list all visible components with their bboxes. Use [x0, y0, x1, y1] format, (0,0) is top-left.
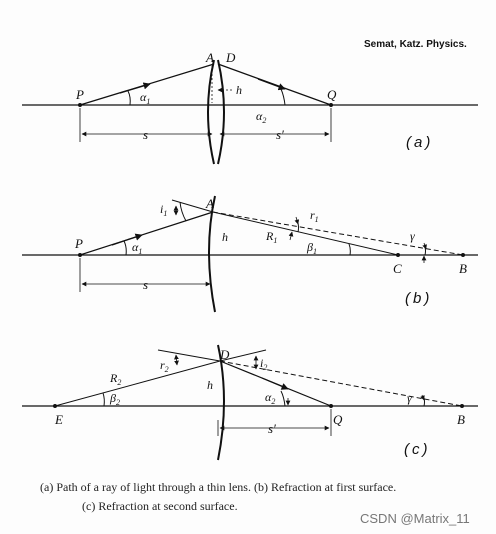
label-alpha1-a: α1 [140, 90, 150, 106]
label-b-c: B [457, 412, 465, 427]
angle-arc-alpha2-c [280, 390, 286, 407]
label-d-c: D [219, 347, 230, 362]
caption-line-2: (c) Refraction at second surface. [82, 499, 238, 513]
angle-arc-r1-b [297, 222, 299, 233]
angle-marker-r2-c [174, 354, 179, 366]
panel-b: P A h C B i1 r1 R1 β1 α1 γ s (b) [22, 195, 478, 313]
label-h-c: h [207, 378, 213, 392]
label-i2-c: i2 [260, 356, 267, 372]
label-R2-c: R2 [109, 371, 121, 387]
label-b-b: B [459, 261, 467, 276]
label-p-a: P [75, 87, 84, 102]
ray-arrow-a2 [257, 78, 286, 91]
label-a-b: A [205, 196, 214, 211]
lens-left-surface-a [207, 59, 215, 165]
label-s-a: s [143, 127, 148, 142]
label-gamma-c: γ [407, 391, 412, 405]
lens-surface-c [217, 344, 225, 461]
label-gamma-b: γ [410, 229, 415, 243]
label-i1-b: i1 [160, 202, 167, 218]
point-p-a [78, 103, 82, 107]
source-note: Semat, Katz. Physics. [364, 39, 467, 50]
ray-arrow-b [111, 233, 143, 246]
panel-tag-b: (b) [405, 290, 432, 307]
angle-marker-gamma-c [420, 394, 425, 401]
label-r2-c: r2 [160, 358, 169, 374]
lens-right-surface-a [217, 59, 225, 165]
point-b-c [460, 404, 464, 408]
label-s-b: s [143, 277, 148, 292]
label-p-b: P [74, 236, 83, 251]
point-c-b [396, 253, 400, 257]
label-beta2-c: β2 [109, 391, 120, 407]
label-d-a: D [225, 50, 236, 65]
incident-ray-c [157, 349, 221, 362]
ray-arrow-a1 [119, 82, 151, 94]
label-s-prime-c: s′ [268, 421, 276, 436]
lens-surface-b [208, 195, 216, 313]
radius-r2-c [54, 360, 221, 407]
watermark: CSDN @Matrix_11 [360, 511, 470, 526]
label-alpha2-a: α2 [256, 109, 266, 125]
label-a-a: A [205, 50, 214, 65]
point-q-c [329, 404, 333, 408]
incident-ray-b [79, 211, 214, 256]
normal-line-c [219, 349, 267, 362]
label-h-b: h [222, 230, 228, 244]
angle-arc-beta1-b [348, 243, 351, 256]
ray-arrow-c [261, 377, 289, 390]
label-q-a: Q [327, 87, 337, 102]
label-alpha1-b: α1 [132, 240, 142, 256]
caption-line-1: (a) Path of a ray of light through a thi… [40, 480, 397, 494]
point-b-b [461, 253, 465, 257]
point-q-a [329, 103, 333, 107]
angle-arc-i1-b [179, 201, 187, 222]
label-e-c: E [54, 412, 63, 427]
point-e-c [53, 404, 57, 408]
label-q-c: Q [333, 412, 343, 427]
angle-arc-alpha1-a [127, 90, 131, 106]
label-R1-b: R1 [265, 229, 277, 245]
panel-c: D E Q B h R2 r2 i2 β2 α2 γ s′ (c) [22, 344, 478, 461]
angle-marker-gamma-b [422, 242, 427, 250]
label-h-a: h [236, 83, 242, 97]
label-r1-b: r1 [310, 208, 319, 224]
label-alpha2-c: α2 [265, 390, 275, 406]
radius-r1-b [212, 211, 399, 256]
point-p-b [78, 253, 82, 257]
panel-a: P A D Q h α1 α2 s s′ (a) [22, 50, 478, 165]
angle-arc-alpha2-a [280, 88, 286, 106]
panel-tag-c: (c) [404, 441, 431, 458]
dashed-ray-c [219, 360, 463, 407]
angle-marker-r1-b [294, 216, 300, 225]
angle-arc-alpha1-b [123, 240, 127, 256]
panel-tag-a: (a) [406, 134, 433, 151]
normal-line-b [171, 199, 214, 213]
angle-marker-r1-lower-b [288, 231, 294, 241]
angle-arc-beta2-c [102, 392, 105, 407]
label-s-prime-a: s′ [276, 127, 284, 142]
label-beta1-b: β1 [306, 240, 317, 256]
label-c-b: C [393, 261, 402, 276]
refracted-ray-b [212, 211, 464, 256]
